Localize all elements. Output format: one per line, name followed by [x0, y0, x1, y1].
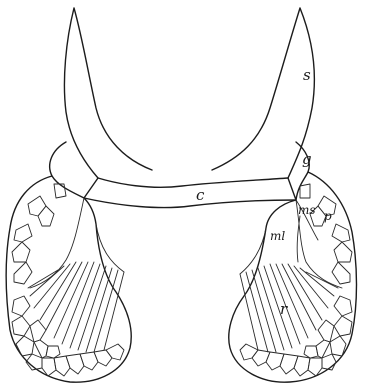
central-bar: [84, 178, 296, 208]
right-fin-outline: [229, 172, 357, 382]
left-fin-cells: [12, 184, 124, 376]
label-ml: ml: [270, 229, 285, 243]
label-g: g: [302, 150, 312, 168]
label-ms: ms: [298, 203, 316, 217]
label-s: s: [303, 66, 311, 84]
right-fin-cells: [240, 184, 352, 376]
right-spine-process: [212, 8, 314, 178]
label-c: c: [196, 186, 205, 204]
left-spine-process: [64, 8, 152, 178]
label-r: r: [280, 300, 288, 318]
label-p: p: [324, 209, 332, 223]
left-fin-radials: [28, 262, 124, 352]
left-fin-outline: [6, 176, 131, 382]
